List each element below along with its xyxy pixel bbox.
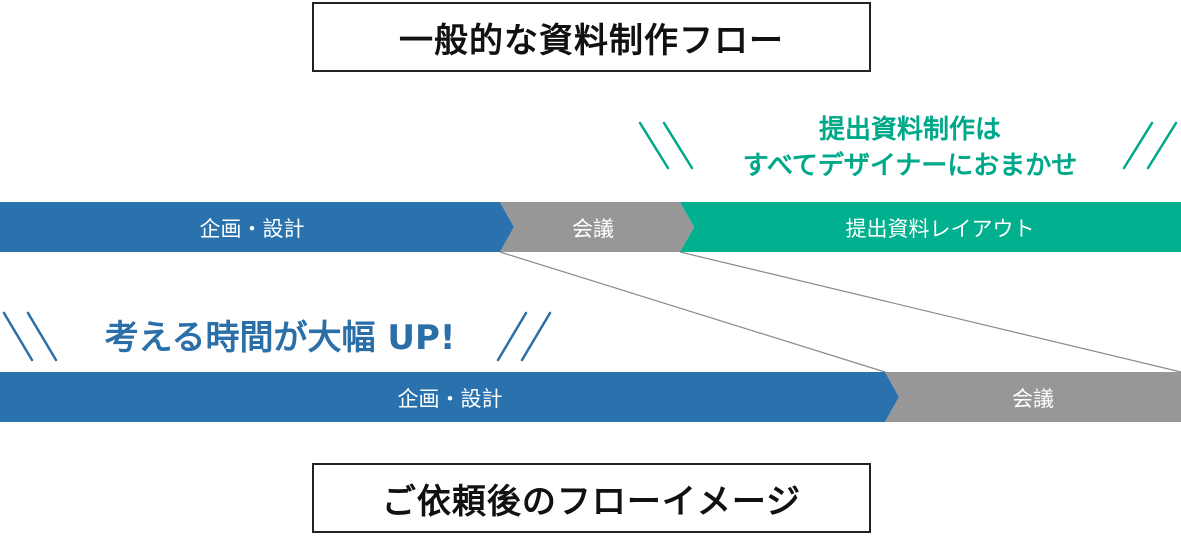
- emphasis-stroke: [496, 311, 528, 362]
- emphasis-stroke: [662, 121, 694, 170]
- bottom-step-meeting: [885, 372, 1181, 422]
- emphasis-stroke: [2, 311, 34, 362]
- top-title: 一般的な資料制作フロー: [312, 2, 871, 72]
- top-step-planning: [0, 202, 514, 252]
- top-caption: 提出資料制作は すべてデザイナーにおまかせ: [690, 112, 1130, 184]
- bottom-step-planning-label: 企画・設計: [398, 387, 503, 411]
- top-caption-line1: 提出資料制作は: [818, 115, 1001, 145]
- bottom-caption: 考える時間が大幅 UP!: [104, 318, 456, 358]
- top-flow: 企画・設計 会議 提出資料レイアウト: [0, 202, 1181, 252]
- bottom-flow: 企画・設計 会議: [0, 372, 1181, 422]
- emphasis-stroke: [1122, 121, 1154, 170]
- emphasis-stroke: [26, 311, 58, 362]
- bottom-title: ご依頼後のフローイメージ: [312, 463, 871, 533]
- connector-line: [499, 251, 886, 373]
- top-caption-line2: すべてデザイナーにおまかせ: [742, 151, 1078, 181]
- emphasis-stroke: [520, 311, 552, 362]
- bottom-step-meeting-label: 会議: [1012, 387, 1054, 411]
- emphasis-stroke: [638, 121, 670, 170]
- top-step-meeting-label: 会議: [572, 217, 614, 241]
- top-step-layout: [680, 202, 1181, 252]
- bottom-step-planning: [0, 372, 899, 422]
- connectors: [499, 251, 1181, 373]
- bottom-emphasis-marks: [2, 311, 552, 362]
- top-step-meeting: [500, 202, 694, 252]
- connector-line: [679, 251, 1181, 373]
- top-step-planning-label: 企画・設計: [200, 217, 305, 241]
- top-emphasis-marks: [638, 121, 1178, 170]
- top-step-layout-label: 提出資料レイアウト: [846, 217, 1035, 241]
- emphasis-stroke: [1146, 121, 1178, 170]
